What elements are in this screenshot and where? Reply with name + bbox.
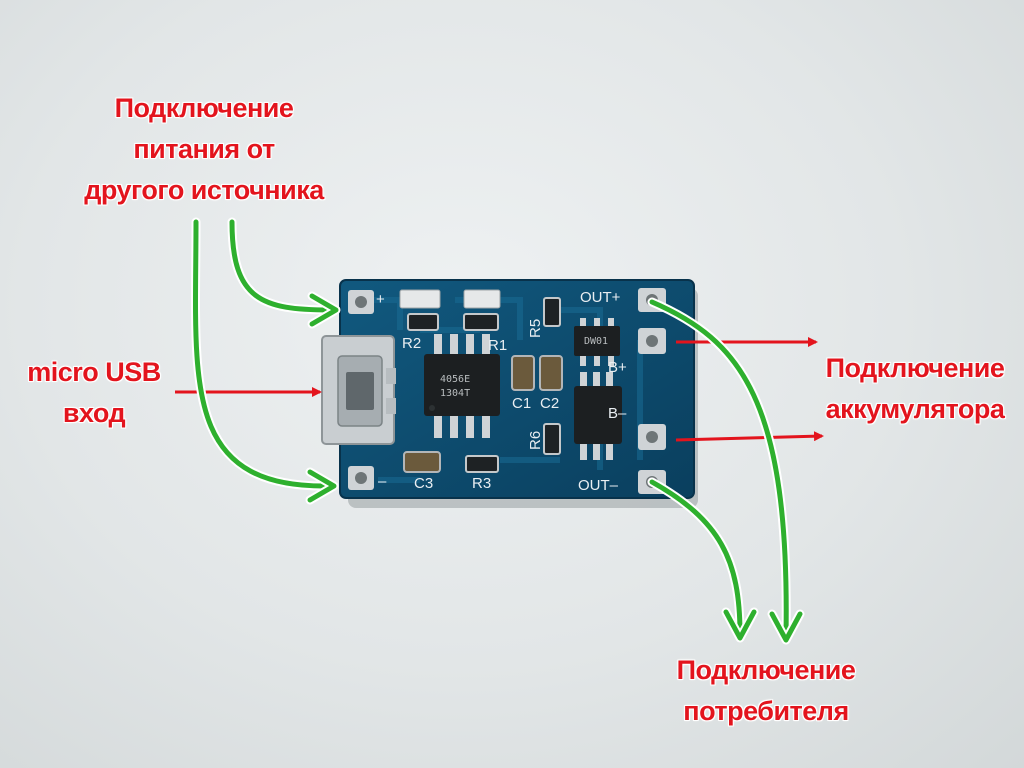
micro-usb-connector [321, 335, 396, 445]
charger-ic [424, 334, 500, 438]
pad-b-plus [638, 328, 666, 354]
label-micro-usb: micro USB вход [14, 352, 174, 434]
chip-marking-line2: 1304T [440, 388, 470, 399]
resistor-r3 [465, 455, 499, 473]
silk-b-plus: B+ [608, 359, 627, 376]
label-consumer: Подключение потребителя [660, 650, 872, 732]
pad-b-minus [638, 424, 666, 450]
label-battery: Подключение аккумулятора [812, 348, 1018, 430]
label-external-power-line1: Подключение [114, 93, 294, 123]
arrow-battery-minus [675, 431, 824, 442]
arrow-consumer-minus [647, 477, 759, 643]
arrow-external-power-minus [191, 217, 339, 505]
label-battery-line2: аккумулятора [825, 394, 1005, 424]
resistor-r2 [407, 313, 439, 331]
silk-c2: C2 [540, 395, 559, 412]
label-external-power-line3: другого источника [84, 175, 324, 205]
led-red [399, 289, 441, 309]
capacitor-c1 [511, 355, 535, 391]
label-battery-line1: Подключение [825, 353, 1005, 383]
label-external-power-line2: питания от [133, 134, 275, 164]
silk-out-plus: OUT+ [580, 289, 621, 306]
silk-c1: C1 [512, 395, 531, 412]
silk-r2: R2 [402, 335, 421, 352]
label-micro-usb-line1: micro USB [27, 357, 161, 387]
silk-r5: R5 [527, 319, 544, 338]
resistor-r1 [463, 313, 499, 331]
pcb-board: + – R2 R1 R5 R6 C1 C2 C3 R3 OUT+ B+ B– O… [321, 279, 695, 499]
protection-ic [574, 318, 620, 366]
silk-r6: R6 [527, 431, 544, 450]
pad-plus-input [348, 290, 374, 314]
chip-marking-protect: DW01 [584, 336, 608, 347]
resistor-r6 [543, 423, 561, 455]
silk-b-minus: B– [608, 405, 627, 422]
arrow-external-power-plus [227, 217, 341, 329]
label-consumer-line1: Подключение [676, 655, 856, 685]
silk-minus: – [378, 473, 387, 490]
led-blue [463, 289, 501, 309]
label-external-power: Подключение питания от другого источника [64, 88, 344, 211]
silk-r1: R1 [488, 337, 507, 354]
silk-out-minus: OUT– [578, 477, 619, 494]
pad-minus-input [348, 466, 374, 490]
silk-plus: + [376, 291, 385, 308]
capacitor-c3 [403, 451, 441, 473]
arrow-consumer-plus [647, 297, 805, 645]
label-consumer-line2: потребителя [683, 696, 849, 726]
silk-c3: C3 [414, 475, 433, 492]
resistor-r5 [543, 297, 561, 327]
label-micro-usb-line2: вход [62, 398, 126, 428]
chip-marking-line1: 4056E [440, 374, 470, 385]
mosfet-ic [574, 372, 622, 460]
silk-r3: R3 [472, 475, 491, 492]
capacitor-c2 [539, 355, 563, 391]
